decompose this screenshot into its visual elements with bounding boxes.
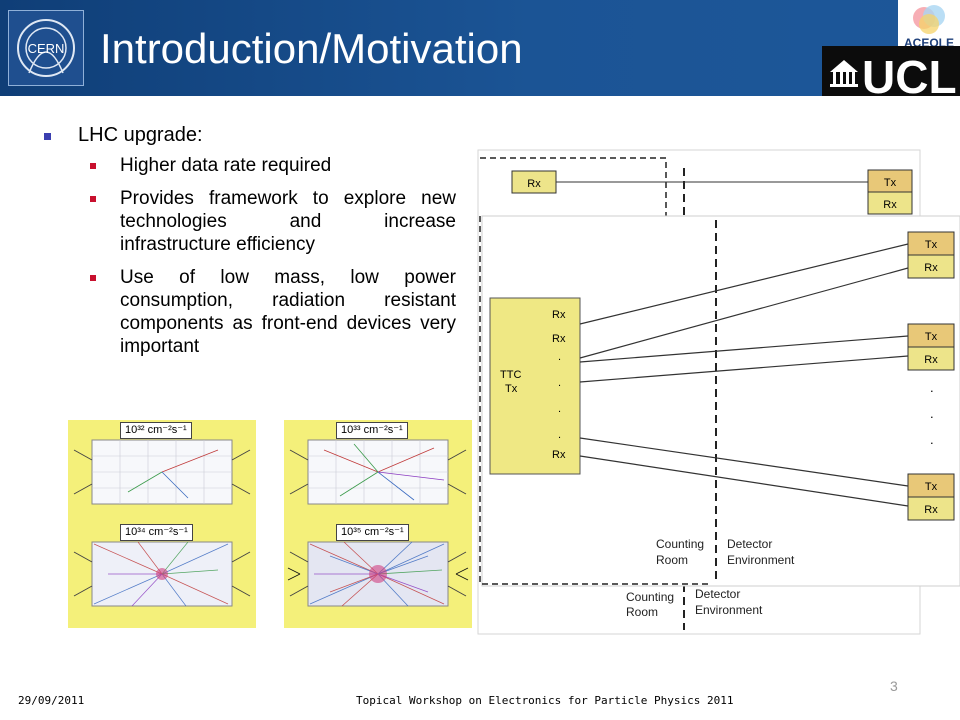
slide-header: CERN Introduction/Motivation ACEOLE UCL <box>0 0 960 103</box>
ttc-dot: . <box>558 429 561 441</box>
fiber-link <box>579 335 909 363</box>
ttc-tx-label: Tx <box>505 383 518 395</box>
front-rx-label-3: Rx <box>924 504 938 516</box>
cern-logo-text: CERN <box>28 41 65 56</box>
bullet-lhc-upgrade: LHC upgrade: <box>42 122 456 148</box>
ttc-rx-label-3: Rx <box>552 449 566 461</box>
event-display-1e35: 10³⁵ cm⁻²s⁻¹ <box>284 522 472 628</box>
event-display-1e34: 10³⁴ cm⁻²s⁻¹ <box>68 522 256 628</box>
ttc-dot: . <box>558 377 561 389</box>
fiber-link <box>579 243 909 325</box>
ttc-label: TTC <box>500 369 521 381</box>
back-detector-label: Detector <box>695 587 740 601</box>
event-display-graphic <box>287 541 469 607</box>
front-counting-room-boundary <box>479 216 712 585</box>
event-display-graphic <box>73 439 251 505</box>
luminosity-label: 10³⁵ cm⁻²s⁻¹ <box>336 524 409 541</box>
fiber-link <box>579 455 909 507</box>
front-room-label: Room <box>656 553 688 567</box>
fiber-link <box>579 437 909 487</box>
cern-logo: CERN <box>8 10 84 86</box>
back-counting-room-boundary <box>480 157 667 216</box>
luminosity-label: 10³⁴ cm⁻²s⁻¹ <box>120 524 193 541</box>
footer-event-name: Topical Workshop on Electronics for Part… <box>356 694 734 707</box>
ttc-rx-label-2: Rx <box>552 333 566 345</box>
event-display-1e33: 10³³ cm⁻²s⁻¹ <box>284 420 472 526</box>
event-display-graphic <box>73 541 251 607</box>
luminosity-label: 10³² cm⁻²s⁻¹ <box>120 422 192 439</box>
back-tx-rx-label: Rx <box>883 199 897 211</box>
front-detector-label: Detector <box>727 537 772 551</box>
cern-logo-graphic: CERN <box>17 19 75 77</box>
front-ellipsis-dot: . <box>930 406 934 421</box>
front-rx-box-2 <box>907 346 955 371</box>
front-rx-label-1: Rx <box>924 262 938 274</box>
sub-bullet-components: Use of low mass, low power consumption, … <box>78 266 456 358</box>
back-counting-label: Counting <box>626 590 674 604</box>
ucl-logo: UCL <box>822 46 960 103</box>
ttc-transmitter-box <box>489 297 581 475</box>
front-tx-label-3: Tx <box>925 481 938 493</box>
front-rx-box-1 <box>907 254 955 279</box>
sub-bullet-framework: Provides framework to explore new techno… <box>78 187 456 256</box>
ucl-logo-graphic: UCL <box>830 51 957 103</box>
fiber-link <box>579 355 909 383</box>
sub-bullet-data-rate: Higher data rate required <box>78 154 456 177</box>
luminosity-label: 10³³ cm⁻²s⁻¹ <box>336 422 408 439</box>
front-ellipsis-dot: . <box>930 380 934 395</box>
ttc-dot: . <box>558 403 561 415</box>
front-rx-label-2: Rx <box>924 354 938 366</box>
ucl-logo-text: UCL <box>862 51 957 96</box>
front-counting-label: Counting <box>656 537 704 551</box>
slide-title: Introduction/Motivation <box>100 25 523 72</box>
front-rx-box-3 <box>907 496 955 521</box>
bullet-list: LHC upgrade: Higher data rate required P… <box>42 122 456 368</box>
back-environment-label: Environment <box>695 603 763 617</box>
ttc-rx-label-1: Rx <box>552 309 566 321</box>
footer-date: 29/09/2011 <box>18 694 85 707</box>
event-display-1e32: 10³² cm⁻²s⁻¹ <box>68 420 256 526</box>
back-rx-label: Rx <box>527 178 541 190</box>
front-ellipsis-dot: . <box>930 432 934 447</box>
front-environment-label: Environment <box>727 553 795 567</box>
ttc-dot: . <box>558 351 561 363</box>
fiber-link <box>579 267 909 359</box>
back-tx-rx-box <box>867 191 913 215</box>
event-display-graphic <box>289 439 467 505</box>
front-tx-label-1: Tx <box>925 239 938 251</box>
front-tx-label-2: Tx <box>925 331 938 343</box>
page-number: 3 <box>890 678 898 694</box>
back-room-label: Room <box>626 605 658 619</box>
back-tx-label: Tx <box>884 177 897 189</box>
